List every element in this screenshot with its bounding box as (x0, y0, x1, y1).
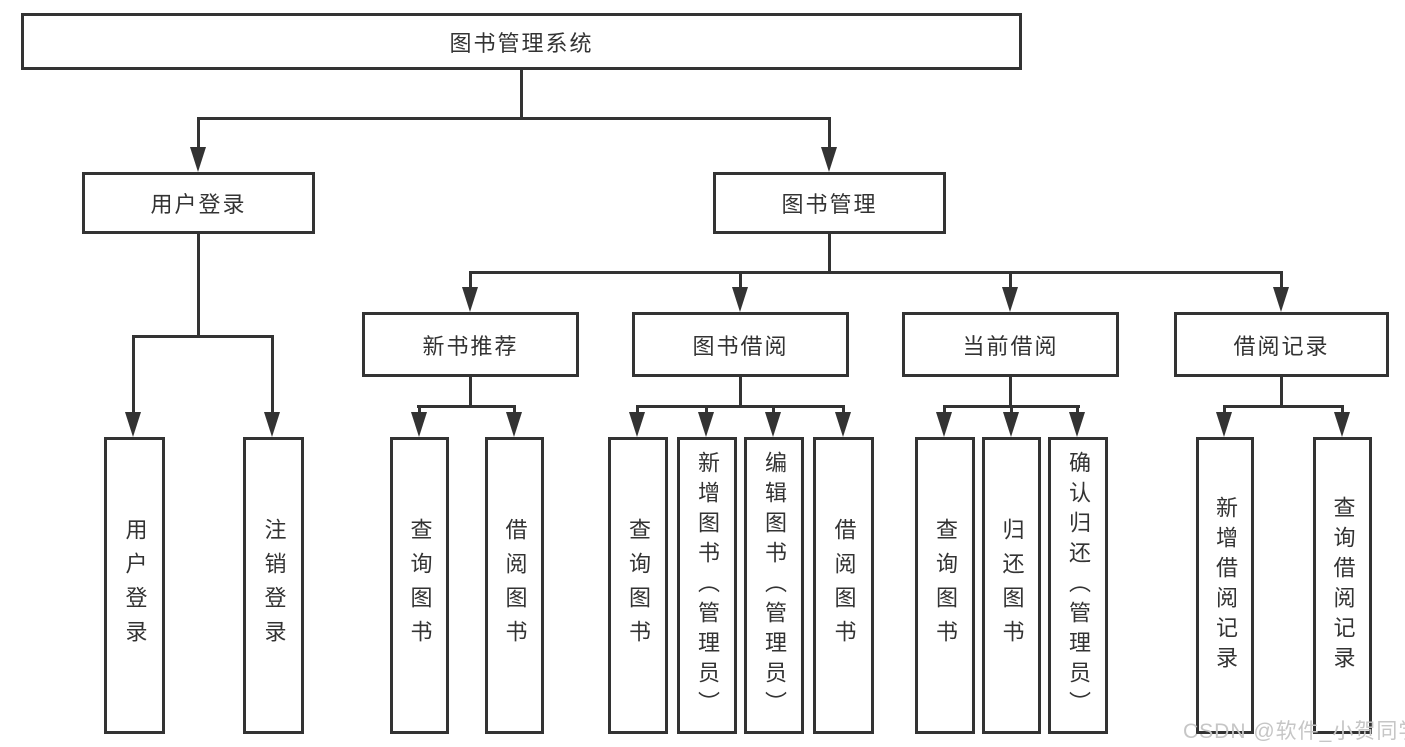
arrowhead-down (1069, 412, 1085, 437)
connector-line (1009, 377, 1012, 408)
arrowhead-down (264, 412, 280, 437)
leaf-records-query-borrow-record: 查询借阅记录 (1313, 437, 1372, 734)
connector-line (520, 69, 523, 119)
node-new-book-recommendation: 新书推荐 (362, 312, 579, 377)
leaf-current-query-books: 查询图书 (915, 437, 975, 734)
leaf-logout: 注销登录 (243, 437, 304, 734)
arrowhead-down (835, 412, 851, 437)
node-user-login: 用户登录 (82, 172, 315, 234)
connector-line (197, 232, 200, 337)
connector-line (1341, 407, 1344, 415)
arrowhead-down (506, 412, 522, 437)
node-book-management: 图书管理 (713, 172, 946, 234)
leaf-newbook-borrow-books: 借阅图书 (485, 437, 544, 734)
node-library-management-system: 图书管理系统 (21, 13, 1022, 70)
connector-line (469, 377, 472, 408)
arrowhead-down (1002, 287, 1018, 312)
leaf-records-add-borrow-record: 新增借阅记录 (1196, 437, 1254, 734)
leaf-current-confirm-return-admin: 确认归还（管理员） (1048, 437, 1108, 734)
connector-line (271, 337, 274, 413)
connector-line (636, 407, 639, 415)
connector-line (197, 119, 200, 149)
connector-line (739, 377, 742, 408)
connector-line (1009, 273, 1012, 289)
leaf-borrow-query-books: 查询图书 (608, 437, 668, 734)
arrowhead-down (821, 147, 837, 172)
connector-line (1223, 405, 1344, 408)
watermark-text: CSDN @软件_小贺同学 (1183, 720, 1405, 743)
connector-line (1010, 407, 1013, 415)
connector-line (772, 407, 775, 415)
arrowhead-down (125, 412, 141, 437)
leaf-borrow-edit-book-admin: 编辑图书（管理员） (744, 437, 804, 734)
node-current-borrowing: 当前借阅 (902, 312, 1119, 377)
connector-line (705, 407, 708, 415)
arrowhead-down (765, 412, 781, 437)
connector-line (1280, 377, 1283, 408)
arrowhead-down (629, 412, 645, 437)
leaf-borrow-borrow-books: 借阅图书 (813, 437, 874, 734)
arrowhead-down (1216, 412, 1232, 437)
arrowhead-down (732, 287, 748, 312)
arrowhead-down (462, 287, 478, 312)
arrowhead-down (1273, 287, 1289, 312)
connector-line (1223, 407, 1226, 415)
arrowhead-down (411, 412, 427, 437)
connector-line (842, 407, 845, 415)
arrowhead-down (936, 412, 952, 437)
arrowhead-down (1334, 412, 1350, 437)
node-borrowing-records: 借阅记录 (1174, 312, 1389, 377)
leaf-newbook-query-books: 查询图书 (390, 437, 449, 734)
arrowhead-down (190, 147, 206, 172)
connector-line (132, 337, 135, 413)
connector-line (1076, 407, 1079, 415)
connector-line (197, 117, 831, 120)
connector-line (943, 405, 1080, 408)
connector-line (469, 271, 1283, 274)
node-book-borrowing: 图书借阅 (632, 312, 849, 377)
connector-line (1280, 273, 1283, 289)
leaf-user-login: 用户登录 (104, 437, 165, 734)
connector-line (513, 407, 516, 415)
arrowhead-down (698, 412, 714, 437)
leaf-borrow-add-book-admin: 新增图书（管理员） (677, 437, 737, 734)
connector-line (828, 232, 831, 273)
connector-line (132, 335, 274, 338)
connector-line (469, 273, 472, 289)
connector-line (828, 119, 831, 149)
connector-line (417, 405, 516, 408)
arrowhead-down (1003, 412, 1019, 437)
leaf-current-return-books: 归还图书 (982, 437, 1041, 734)
connector-line (636, 405, 845, 408)
connector-line (418, 407, 421, 415)
connector-line (943, 407, 946, 415)
connector-line (739, 273, 742, 289)
